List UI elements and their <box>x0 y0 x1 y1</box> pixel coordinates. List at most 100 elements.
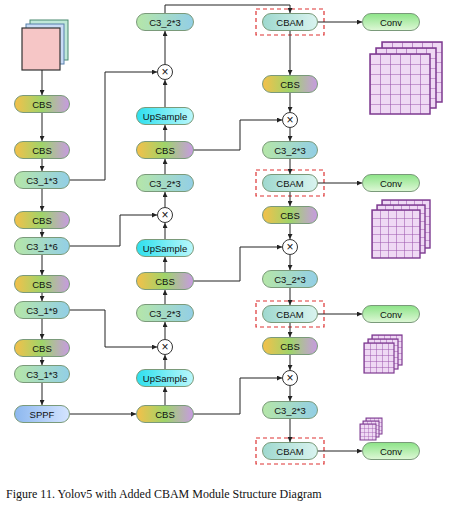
concat-symbol: × <box>157 207 173 223</box>
block-label: CBS <box>32 279 52 290</box>
flow-arrow <box>318 451 362 452</box>
concat-symbol: × <box>157 64 173 80</box>
flow-arrow <box>290 192 291 206</box>
block-label: Conv <box>380 17 402 28</box>
cbs-block: CBS <box>136 272 194 290</box>
flow-arrow <box>42 255 43 275</box>
block-label: CBAM <box>276 17 303 28</box>
flow-arrow <box>318 314 362 315</box>
cbs-block: CBS <box>136 141 194 159</box>
block-label: C3_2*3 <box>149 308 181 319</box>
block-label: CBS <box>155 276 175 287</box>
figure-caption: Figure 11. Yolov5 with Added CBAM Module… <box>6 487 468 502</box>
feature-map <box>372 210 420 258</box>
flow-arrow <box>290 386 291 401</box>
sppf-block: SPPF <box>14 405 70 423</box>
feature-map-layer <box>370 54 430 114</box>
cbs-block: CBS <box>262 75 318 93</box>
flow-arrow <box>290 288 291 305</box>
flow-arrow <box>42 113 43 141</box>
concat-symbol: × <box>282 112 298 128</box>
flow-arrow <box>165 80 166 107</box>
block-label: C3_2*3 <box>149 17 181 28</box>
concat-symbol: × <box>282 239 298 255</box>
block-label: CBS <box>32 215 52 226</box>
block-label: Conv <box>380 178 402 189</box>
c3-block: C3_2*3 <box>136 174 194 192</box>
flow-arrow <box>290 224 291 239</box>
conv-block: Conv <box>362 174 420 192</box>
c3-block: C3_2*3 <box>262 401 318 419</box>
conv-block: Conv <box>362 13 420 31</box>
block-label: × <box>286 241 293 253</box>
block-label: C3_1*9 <box>26 305 58 316</box>
flow-arrow <box>42 383 43 405</box>
block-label: × <box>286 114 293 126</box>
cbs-block: CBS <box>14 95 70 113</box>
cbam-block: CBAM <box>262 13 318 31</box>
block-label: × <box>286 372 293 384</box>
input-arrow <box>42 70 43 95</box>
flow-arrow <box>165 159 166 174</box>
block-label: × <box>161 341 168 353</box>
concat-symbol: × <box>282 370 298 386</box>
c3-block: C3_2*3 <box>262 270 318 288</box>
block-label: CBS <box>280 210 300 221</box>
block-label: CBAM <box>276 178 303 189</box>
flow-arrow <box>42 189 43 211</box>
flow-arrow <box>165 31 166 64</box>
feature-map <box>364 343 394 373</box>
block-label: CBS <box>155 409 175 420</box>
flow-arrow <box>42 319 43 339</box>
feature-map <box>370 54 430 114</box>
block-label: CBAM <box>276 309 303 320</box>
block-label: × <box>161 66 168 78</box>
c3-block: C3_2*3 <box>136 304 194 322</box>
block-label: C3_2*3 <box>274 405 306 416</box>
flow-arrow <box>165 355 166 369</box>
c3-block: C3_1*9 <box>14 301 70 319</box>
flow-arrow <box>290 31 291 75</box>
flow-arrow <box>165 223 166 239</box>
cbs-block: CBS <box>136 405 194 423</box>
flow-arrow <box>318 22 362 23</box>
flow-arrow <box>165 322 166 339</box>
block-label: C3_1*6 <box>26 241 58 252</box>
block-label: C3_1*3 <box>26 369 58 380</box>
flow-arrow <box>290 323 291 337</box>
block-label: Conv <box>380 446 402 457</box>
block-label: SPPF <box>30 409 55 420</box>
flow-arrow <box>290 419 291 442</box>
flow-arrow <box>165 290 166 304</box>
block-label: C3_2*3 <box>274 145 306 156</box>
block-label: UpSample <box>143 243 187 254</box>
upsample-block: UpSample <box>136 239 194 257</box>
flow-arrow <box>165 387 166 405</box>
connector-layer <box>42 5 362 451</box>
flow-arrow <box>290 355 291 370</box>
cbs-block: CBS <box>262 206 318 224</box>
flow-arrow <box>42 357 43 365</box>
flow-arrow <box>318 183 362 184</box>
feature-map-layer <box>364 343 394 373</box>
block-label: × <box>161 209 168 221</box>
cbam-block: CBAM <box>262 305 318 323</box>
flow-arrow <box>290 159 291 174</box>
block-label: Conv <box>380 309 402 320</box>
input-image <box>22 28 60 70</box>
flow-arrow <box>42 229 43 237</box>
flow-arrow <box>165 5 290 13</box>
cbs-block: CBS <box>14 141 70 159</box>
cbs-block: CBS <box>262 337 318 355</box>
upsample-block: UpSample <box>136 369 194 387</box>
block-label: CBAM <box>276 446 303 457</box>
upsample-block: UpSample <box>136 107 194 125</box>
block-label: C3_1*3 <box>26 175 58 186</box>
c3-block: C3_1*3 <box>14 365 70 383</box>
block-label: CBS <box>280 341 300 352</box>
block-label: CBS <box>32 99 52 110</box>
flow-arrow <box>165 125 166 141</box>
flow-arrow <box>42 293 43 301</box>
